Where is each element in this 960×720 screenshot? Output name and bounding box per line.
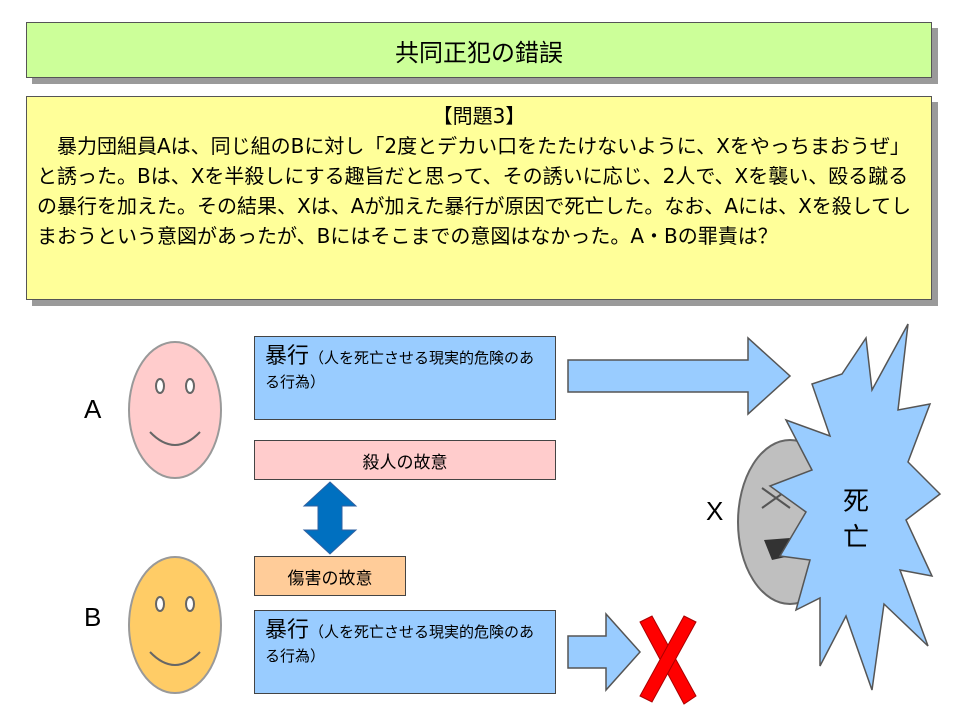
slide-title-box: 共同正犯の錯誤: [26, 22, 932, 78]
death-line-2: 亡: [842, 523, 869, 553]
act-b-box: 暴行（人を死亡させる現実的危険のある行為）: [254, 610, 556, 694]
death-explosion-icon: [768, 323, 942, 691]
problem-heading: 【問題3】: [432, 104, 526, 128]
death-label: 死 亡: [836, 484, 876, 556]
slide-title: 共同正犯の錯誤: [395, 38, 563, 67]
person-b-label: B: [84, 602, 102, 632]
person-x-label: X: [706, 496, 724, 526]
intent-b-label: 傷害の故意: [287, 568, 373, 589]
red-cross-icon: [639, 615, 697, 705]
intent-a-label: 殺人の故意: [362, 452, 448, 473]
act-a-note: （人を死亡させる現実的危険のある行為）: [265, 349, 535, 391]
act-a-main: 暴行: [265, 344, 310, 369]
intent-b-box: 傷害の故意: [254, 556, 406, 596]
face-b-icon: [128, 556, 222, 694]
death-line-1: 死: [842, 487, 869, 517]
arrow-b: [567, 612, 642, 692]
problem-box: 【問題3】 暴力団組員Aは、同じ組のBに対し「2度とデカい口をたたけないように、…: [26, 96, 932, 300]
face-a-icon: [128, 341, 222, 479]
act-b-main: 暴行: [265, 618, 310, 643]
person-a-label: A: [84, 394, 102, 424]
intent-a-box: 殺人の故意: [254, 440, 556, 480]
act-b-note: （人を死亡させる現実的危険のある行為）: [265, 623, 535, 665]
double-arrow-icon: [302, 481, 358, 555]
arrow-a-to-x: [567, 336, 792, 416]
act-a-box: 暴行（人を死亡させる現実的危険のある行為）: [254, 336, 556, 420]
problem-body: 暴力団組員Aは、同じ組のBに対し「2度とデカい口をたたけないように、Xをやっちま…: [37, 134, 912, 248]
